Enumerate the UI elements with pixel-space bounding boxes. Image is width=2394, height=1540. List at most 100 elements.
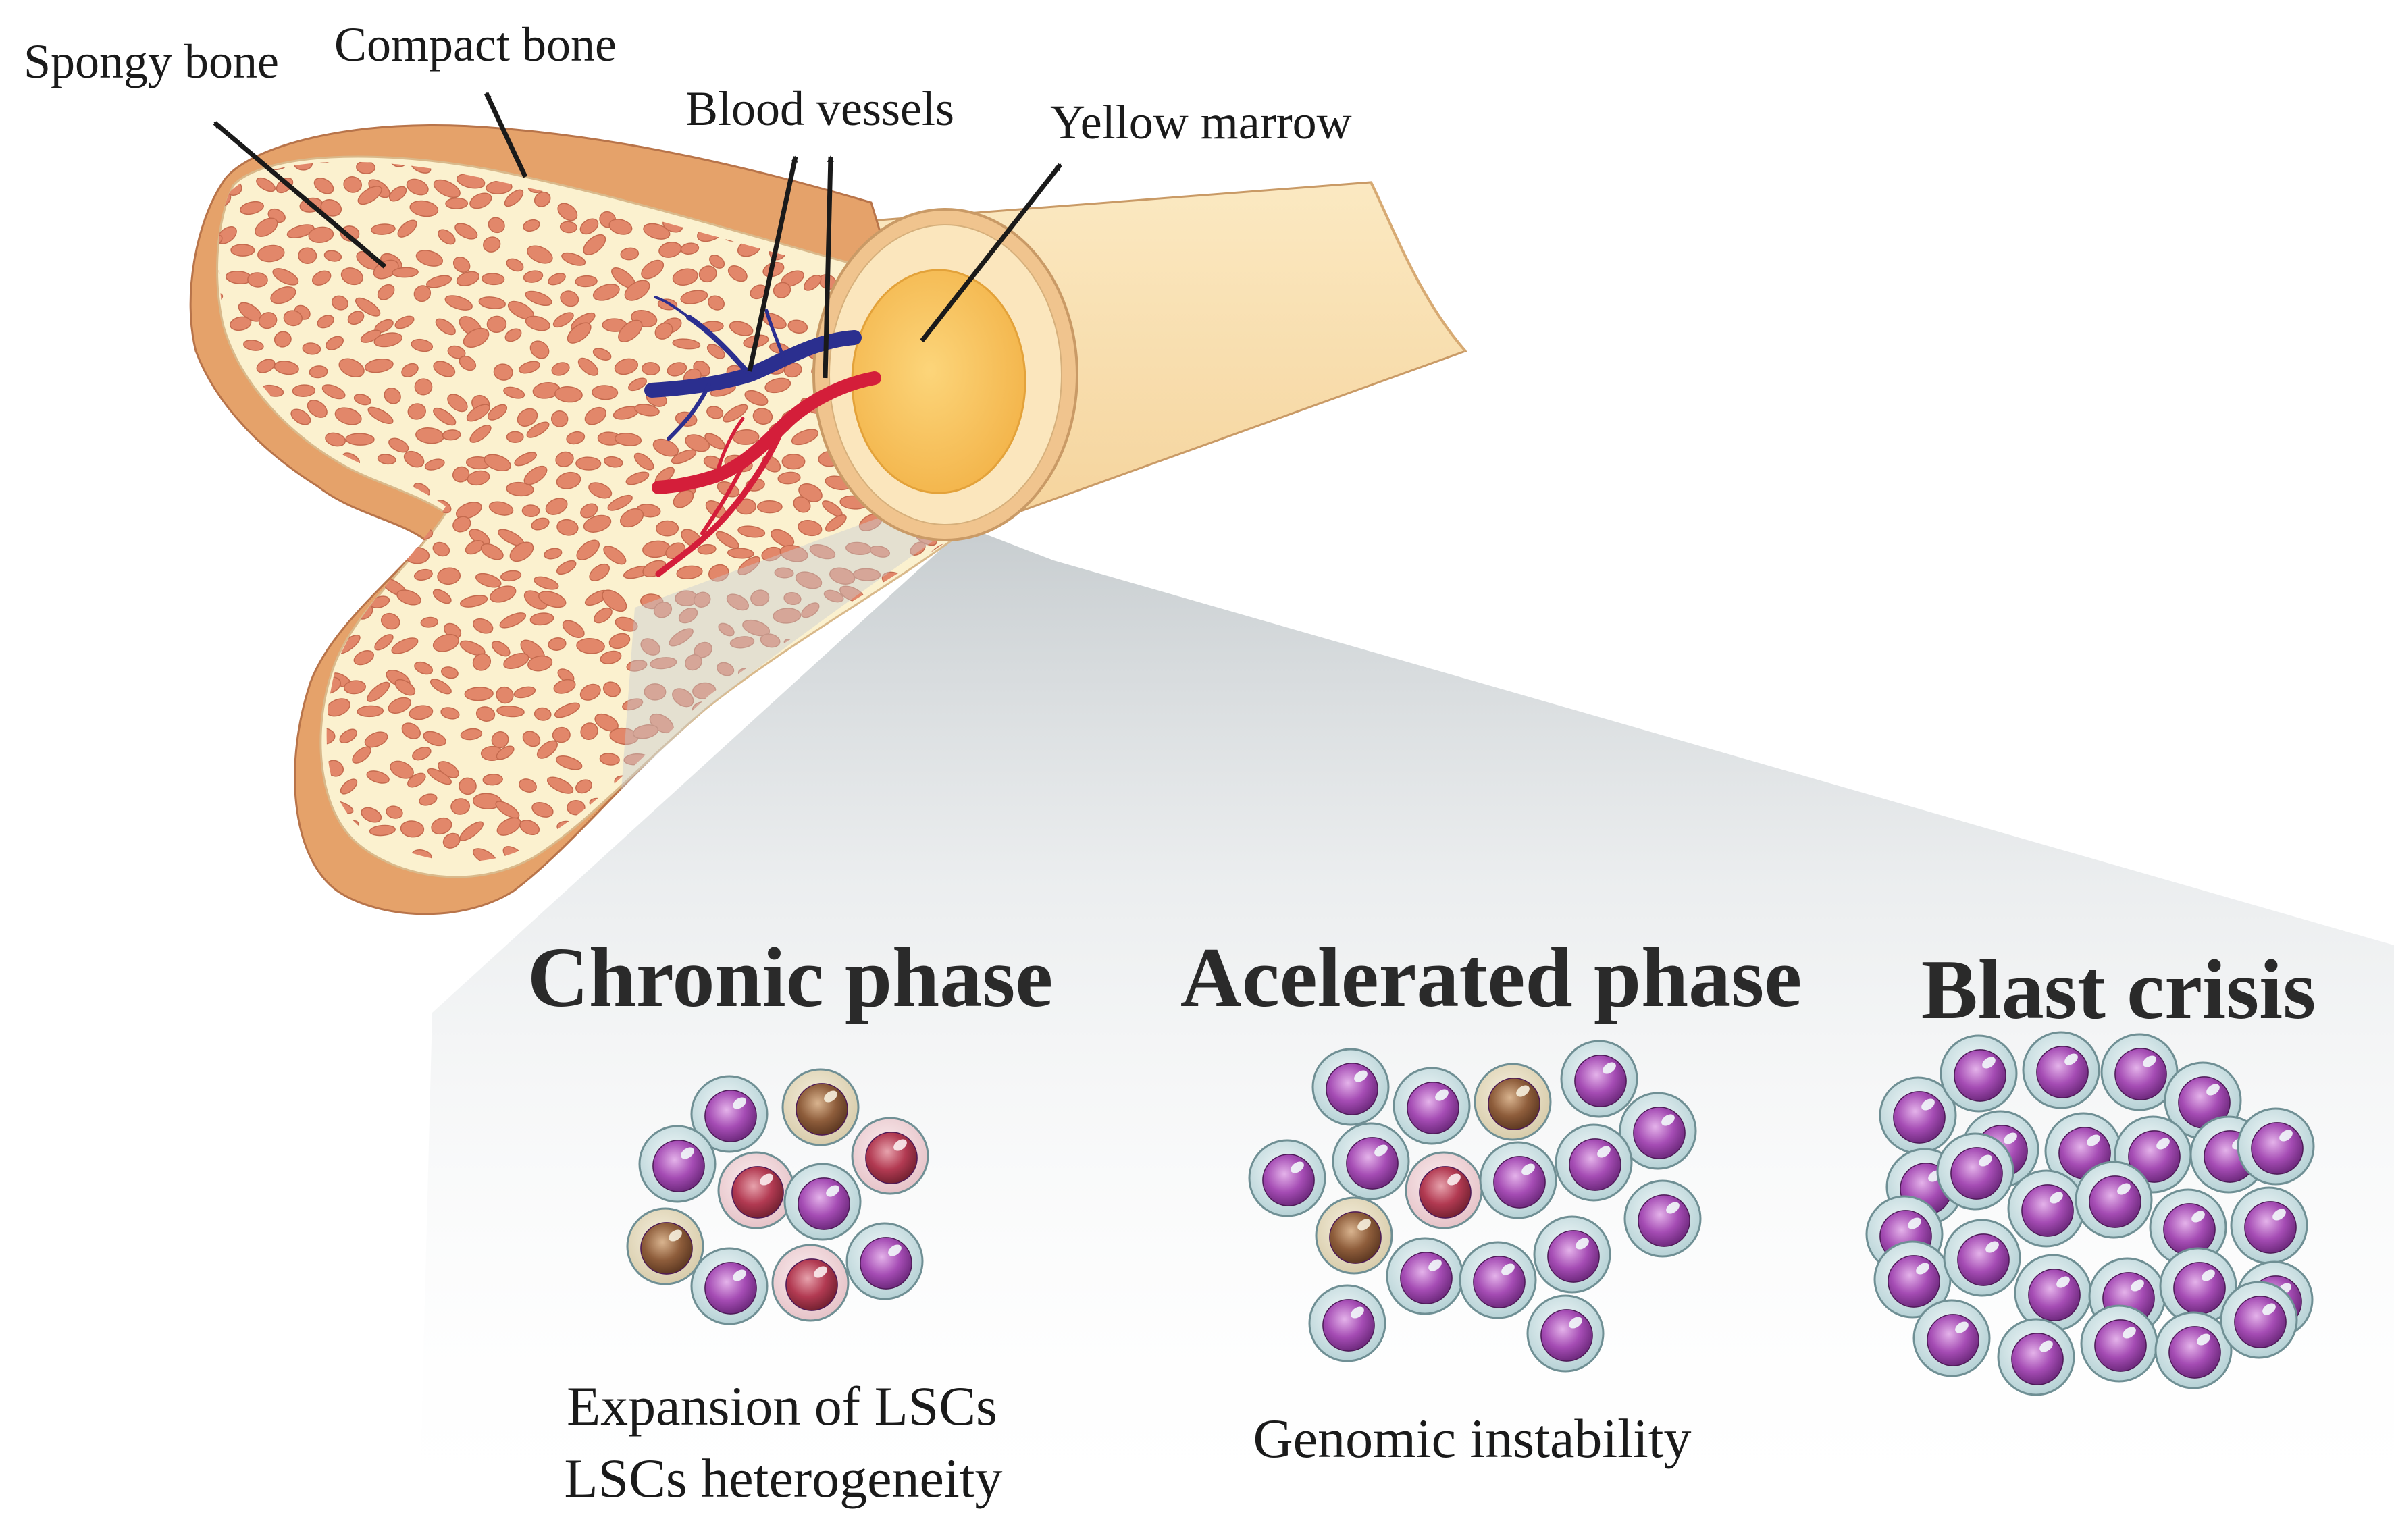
trabecula [267, 568, 296, 586]
trabecula [887, 202, 908, 217]
trabecula [335, 589, 359, 608]
label-spongy-bone: Spongy bone [24, 34, 279, 88]
trabecula [534, 707, 552, 721]
trabecula [367, 406, 394, 425]
trabecula [274, 331, 292, 348]
trabecula [527, 245, 553, 264]
trabecula [413, 285, 432, 302]
trabecula [469, 192, 492, 209]
cell-purple [1555, 1123, 1633, 1202]
trabecula [223, 686, 243, 701]
trabecula [444, 295, 473, 311]
trabecula [548, 637, 567, 651]
trabecula [607, 494, 633, 511]
trabecula [218, 668, 229, 685]
trabecula [599, 753, 620, 766]
trabecula [672, 688, 694, 708]
trabecula [454, 223, 478, 240]
cell-purple [2149, 1188, 2227, 1267]
trabecula [367, 681, 390, 702]
trabecula [760, 633, 781, 648]
trabecula [347, 311, 365, 325]
trabecula [550, 410, 569, 427]
trabecula [504, 328, 522, 342]
trabecula [653, 602, 673, 618]
trabecula [390, 760, 414, 779]
trabecula [343, 680, 366, 695]
trabecula [404, 547, 430, 564]
trabecula [678, 608, 698, 624]
trabecula [274, 772, 294, 791]
heading-accelerated-phase: Acelerated phase [1180, 931, 1802, 1025]
trabecula [869, 545, 891, 558]
trabecula [580, 722, 598, 740]
trabecula [432, 589, 452, 604]
trabecula [313, 177, 334, 194]
trabecula [432, 541, 450, 557]
trabecula [388, 186, 407, 202]
trabecula [567, 322, 592, 344]
trabecula [433, 361, 456, 377]
trabecula [482, 774, 503, 786]
trabecula [459, 355, 477, 371]
cell-purple [1940, 1034, 2018, 1113]
trabecula [305, 503, 332, 517]
cell-purple [2014, 1254, 2092, 1332]
trabecula [773, 282, 791, 298]
trabecula [257, 244, 285, 263]
trabecula [274, 361, 299, 375]
trabecula [315, 592, 336, 606]
cell-purple [1308, 1284, 1386, 1362]
trabecula [414, 378, 433, 396]
trabecula [548, 273, 566, 286]
trabecula [634, 404, 660, 417]
trabecula [522, 731, 541, 747]
trabecula [771, 529, 795, 547]
trabecula [258, 312, 278, 329]
trabecula [531, 801, 554, 818]
trabecula [263, 608, 284, 627]
arrow-yellow-marrow [920, 163, 1062, 343]
trabecula [753, 679, 777, 695]
trabecula [600, 650, 622, 664]
trabecula [186, 175, 209, 191]
trabecula [319, 575, 346, 593]
trabecula [463, 327, 490, 348]
trabecula [592, 348, 612, 361]
trabecula [230, 521, 255, 539]
trabecula [576, 638, 605, 654]
trabecula [697, 543, 717, 555]
trabecula [452, 256, 471, 273]
cell-purple [1619, 1092, 1697, 1170]
trabecula [368, 542, 388, 558]
trabecula [226, 787, 251, 807]
trabecula [880, 161, 906, 169]
trabecula [431, 817, 452, 835]
trabecula [671, 449, 697, 464]
trabecula [243, 340, 264, 351]
trabecula [579, 218, 599, 235]
trabecula [545, 498, 568, 515]
trabecula [644, 683, 667, 701]
trabecula [280, 550, 298, 566]
trabecula [779, 545, 808, 562]
trabecula [325, 432, 346, 447]
trabecula [423, 731, 446, 747]
trabecula [353, 650, 375, 666]
cell-purple [1997, 1318, 2075, 1396]
trabecula [475, 573, 502, 588]
trabecula [280, 498, 305, 513]
trabecula [552, 726, 571, 743]
trabecula [222, 635, 243, 654]
trabecula [343, 176, 362, 193]
trabecula [392, 267, 419, 278]
cell-purple [2007, 1169, 2085, 1248]
trabecula [413, 568, 433, 581]
trabecula [459, 777, 477, 795]
trabecula [406, 178, 429, 196]
trabecula [676, 565, 703, 579]
trabecula [576, 539, 600, 560]
trabecula [283, 310, 303, 327]
trabecula [656, 520, 679, 537]
trabecula [340, 542, 361, 559]
